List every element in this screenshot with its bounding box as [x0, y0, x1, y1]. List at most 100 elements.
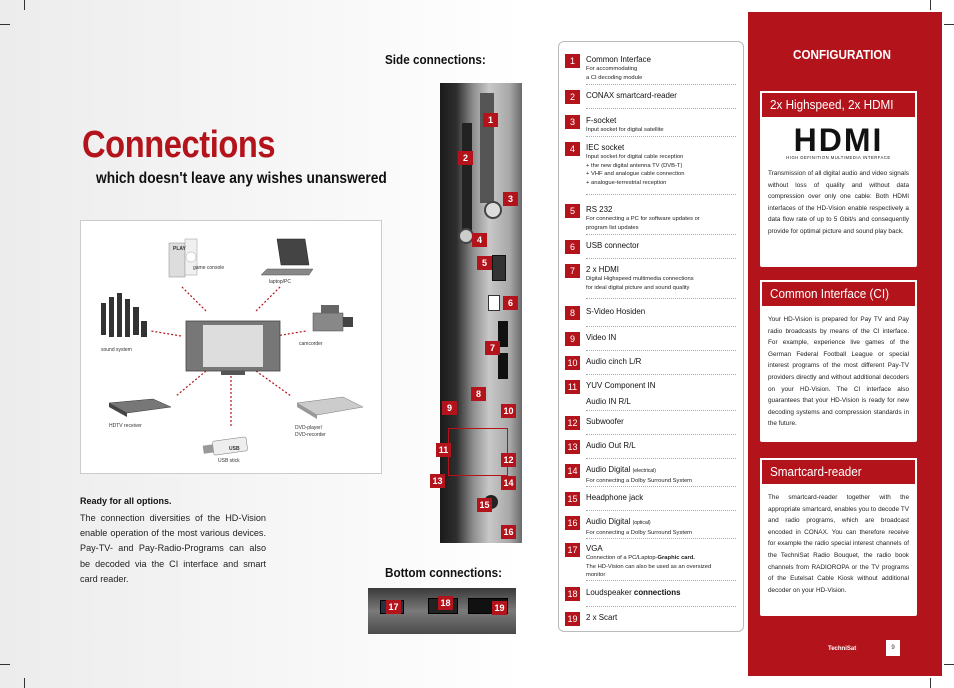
list-title: Common Interface: [586, 54, 652, 64]
side-badge-6: 6: [503, 296, 518, 310]
divider: [586, 538, 736, 539]
divider: [586, 258, 736, 259]
tv-icon: [185, 320, 281, 375]
list-title: Audio Digital: [586, 516, 631, 526]
ready-heading: Ready for all options.: [80, 496, 172, 506]
divider: [586, 410, 736, 411]
card-ci-heading: Common Interface (CI): [770, 286, 889, 301]
crop-mark: [944, 24, 954, 25]
list-title: Headphone jack: [586, 492, 644, 502]
side-badge-13: 13: [430, 474, 445, 488]
divider: [586, 234, 736, 235]
list-number: 3: [565, 115, 580, 129]
bottom-connections-heading: Bottom connections:: [385, 565, 502, 580]
camcorder-icon: [312, 305, 353, 332]
list-title: Subwoofer: [586, 416, 624, 426]
page-number: 9: [886, 640, 900, 656]
divider: [586, 194, 736, 195]
list-title-note: (electrical): [632, 468, 656, 474]
bottom-badge-19: 19: [492, 601, 507, 615]
diagram-svg: [101, 238, 364, 456]
list-desc: For connecting a PC for software updates…: [586, 216, 700, 222]
side-badge-9: 9: [442, 401, 457, 415]
card-slot: [480, 93, 494, 203]
dvd-recorder-icon: [296, 396, 364, 419]
list-desc: Connection of a PC/Laptop-: [586, 555, 658, 561]
list-desc: for ideal digital picture and sound qual…: [586, 284, 690, 291]
list-title-bold: connections: [633, 587, 681, 597]
list-number: 9: [565, 332, 580, 346]
side-badge-8: 8: [471, 387, 486, 401]
list-desc: program list updates: [586, 224, 639, 231]
ready-paragraph: The connection diversities of the HD-Vis…: [80, 513, 266, 584]
crop-mark: [944, 664, 954, 665]
list-title-note: (optical): [632, 520, 651, 526]
hdmi-port-1: [498, 321, 508, 347]
list-number: 13: [565, 440, 580, 454]
list-number: 7: [565, 264, 580, 278]
list-desc: Input socket for digital satellite: [586, 127, 664, 133]
crop-mark: [24, 0, 25, 10]
list-desc: For connecting a Dolby Surround System: [586, 530, 693, 536]
list-desc: The HD-Vision can also be used as an ove…: [586, 563, 712, 570]
card-hdmi: 2x Highspeed, 2x HDMI HDMI HIGH DEFINITI…: [760, 91, 917, 267]
hdmi-logo-text: HDMI: [793, 122, 884, 158]
side-badge-11: 11: [436, 443, 451, 457]
list-title-2: Audio IN R/L: [586, 396, 631, 406]
list-number: 8: [565, 306, 580, 320]
side-badge-4: 4: [472, 233, 487, 247]
list-desc-bold: Graphic card.: [657, 555, 695, 561]
list-title: 2 x HDMI: [586, 264, 619, 274]
divider: [586, 458, 736, 459]
side-badge-3: 3: [503, 192, 518, 206]
list-desc: For connecting a Dolby Surround System: [586, 478, 693, 484]
game-console-icon: [168, 238, 198, 278]
list-desc: + analogue-terrestrial reception: [586, 179, 667, 186]
crop-mark: [0, 664, 10, 665]
list-number: 2: [565, 90, 580, 104]
list-title: RS 232: [586, 204, 613, 214]
usb-mark: USB: [229, 446, 240, 452]
hdmi-logo: HDMI HIGH DEFINITION MULTIMEDIA INTERFAC…: [760, 122, 917, 160]
list-title: YUV Component IN: [586, 380, 656, 390]
list-desc: Digital Highspeed multimedia connections: [586, 276, 694, 282]
connection-list: 1 Common Interface For accommodating a C…: [558, 41, 744, 632]
card-smartcard: Smartcard-reader The smartcard-reader to…: [760, 458, 917, 616]
configuration-heading: CONFIGURATION: [793, 47, 891, 62]
label-game-console: game console: [193, 265, 225, 271]
list-desc: + VHF and analogue cable connection: [586, 171, 685, 178]
side-badge-2: 2: [458, 151, 473, 165]
divider: [586, 108, 736, 109]
list-title: CONAX smartcard-reader: [586, 90, 677, 100]
list-title: Audio Out R/L: [586, 440, 636, 450]
card-smartcard-text: The smartcard-reader together with the a…: [768, 494, 909, 594]
divider: [586, 350, 736, 351]
list-desc: For accommodating: [586, 66, 638, 72]
side-connections-photo: [440, 83, 522, 543]
connection-lines: [150, 285, 307, 426]
ci-slot: [462, 123, 472, 233]
list-number: 14: [565, 464, 580, 478]
divider: [586, 374, 736, 375]
card-ci-text: Your HD-Vision is prepared for Pay TV an…: [768, 316, 909, 428]
list-number: 4: [565, 142, 580, 156]
card-ci: Common Interface (CI) Your HD-Vision is …: [760, 280, 917, 442]
card-smartcard-heading: Smartcard-reader: [770, 464, 862, 479]
divider: [586, 510, 736, 511]
list-title: Audio cinch L/R: [586, 356, 642, 366]
f-socket: [484, 201, 502, 219]
list-title: 2 x Scart: [586, 612, 618, 622]
page-title: Connections: [82, 124, 276, 166]
label-usb-stick: USB stick: [218, 458, 240, 464]
side-badge-16: 16: [501, 525, 516, 539]
list-number: 6: [565, 240, 580, 254]
crop-mark: [0, 24, 10, 25]
side-badge-14: 14: [501, 476, 516, 490]
bottom-badge-17: 17: [386, 600, 401, 614]
crop-mark: [930, 678, 931, 688]
list-title: USB connector: [586, 240, 640, 250]
hdtv-receiver-icon: [108, 398, 172, 417]
side-badge-10: 10: [501, 404, 516, 418]
label-camcorder: camcorder: [299, 341, 323, 347]
